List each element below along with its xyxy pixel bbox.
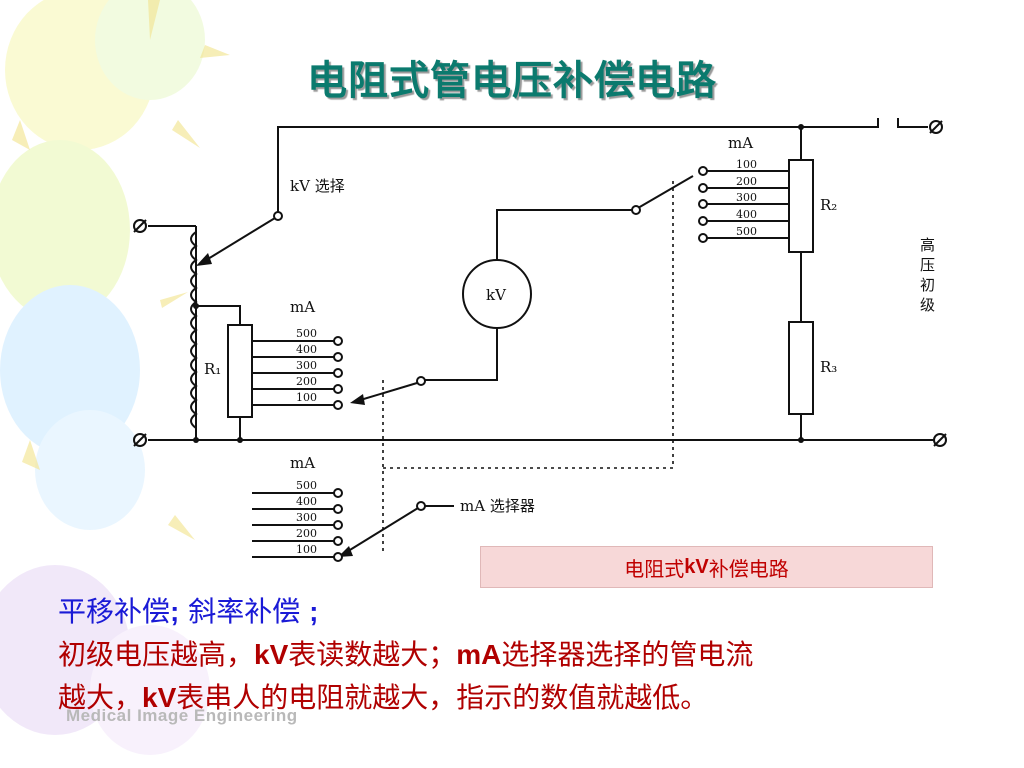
r2-label: R₂ [820, 196, 837, 214]
selector-tap-label: 300 [296, 511, 317, 524]
kv-select-label: kV 选择 [290, 177, 345, 195]
kv-meter-label: kV [486, 286, 507, 304]
caption-prefix: 电阻式 [624, 556, 685, 581]
r1-tap-label: 100 [296, 391, 317, 404]
selector-tap-label: 500 [296, 479, 317, 492]
r1-tap-label: 200 [296, 375, 317, 388]
hv-primary-char: 级 [920, 296, 935, 314]
line1-a: 平移补偿 [58, 595, 171, 628]
r2-tap-label: 200 [736, 175, 757, 188]
r1-label: R₁ [204, 360, 221, 378]
line2-kv: kV [254, 639, 289, 670]
r2-tap-label: 100 [736, 158, 757, 171]
line2-a: 初级电压越高， [58, 638, 255, 671]
line2-c: 选择器选择的管电流 [501, 638, 754, 671]
r3-label: R₃ [820, 358, 837, 376]
line1-b: 斜率补偿 [179, 595, 310, 628]
r2-ma-unit: mA [728, 134, 753, 152]
selector-tap-label: 100 [296, 543, 317, 556]
caption-suffix: 补偿电路 [708, 556, 789, 581]
r1-tap-label: 500 [296, 327, 317, 340]
selector-ma-unit: mA [290, 454, 315, 472]
r2-tap-label: 400 [736, 208, 757, 221]
r2-tap-label: 500 [736, 225, 757, 238]
line2-b: 表读数越大； [288, 638, 457, 671]
line1-sep2: ; [309, 596, 319, 627]
line1-sep1: ; [170, 596, 180, 627]
body-text: 平移补偿; 斜率补偿 ; 初级电压越高，kV表读数越大；mA选择器选择的管电流 … [58, 590, 978, 719]
line3-b: 表串人的电阻就越大，指示的数值就越低。 [176, 681, 709, 714]
caption-kv: kV [684, 555, 709, 578]
selector-tap-label: 200 [296, 527, 317, 540]
footer-watermark: Medical Image Engineering [66, 706, 298, 725]
selector-tap-label: 400 [296, 495, 317, 508]
slide-title: 电阻式管电压补偿电路 [307, 58, 717, 104]
line2-ma: mA [456, 639, 502, 670]
hv-primary-char: 高 [920, 236, 935, 254]
compensation-types-line: 平移补偿; 斜率补偿 ; [58, 590, 978, 633]
r2-tap-label: 300 [736, 191, 757, 204]
ma-selector-label: mA 选择器 [460, 497, 535, 515]
hv-primary-char: 初 [920, 276, 935, 294]
r1-tap-label: 300 [296, 359, 317, 372]
explanation-line-1: 初级电压越高，kV表读数越大；mA选择器选择的管电流 [58, 633, 978, 676]
line3-kv: kV [142, 682, 177, 713]
hv-primary-char: 压 [920, 256, 935, 274]
explanation-line-2: 越大，kV表串人的电阻就越大，指示的数值就越低。 [58, 676, 978, 719]
line3-a: 越大， [58, 681, 143, 714]
r1-ma-unit: mA [290, 298, 315, 316]
r1-tap-label: 400 [296, 343, 317, 356]
